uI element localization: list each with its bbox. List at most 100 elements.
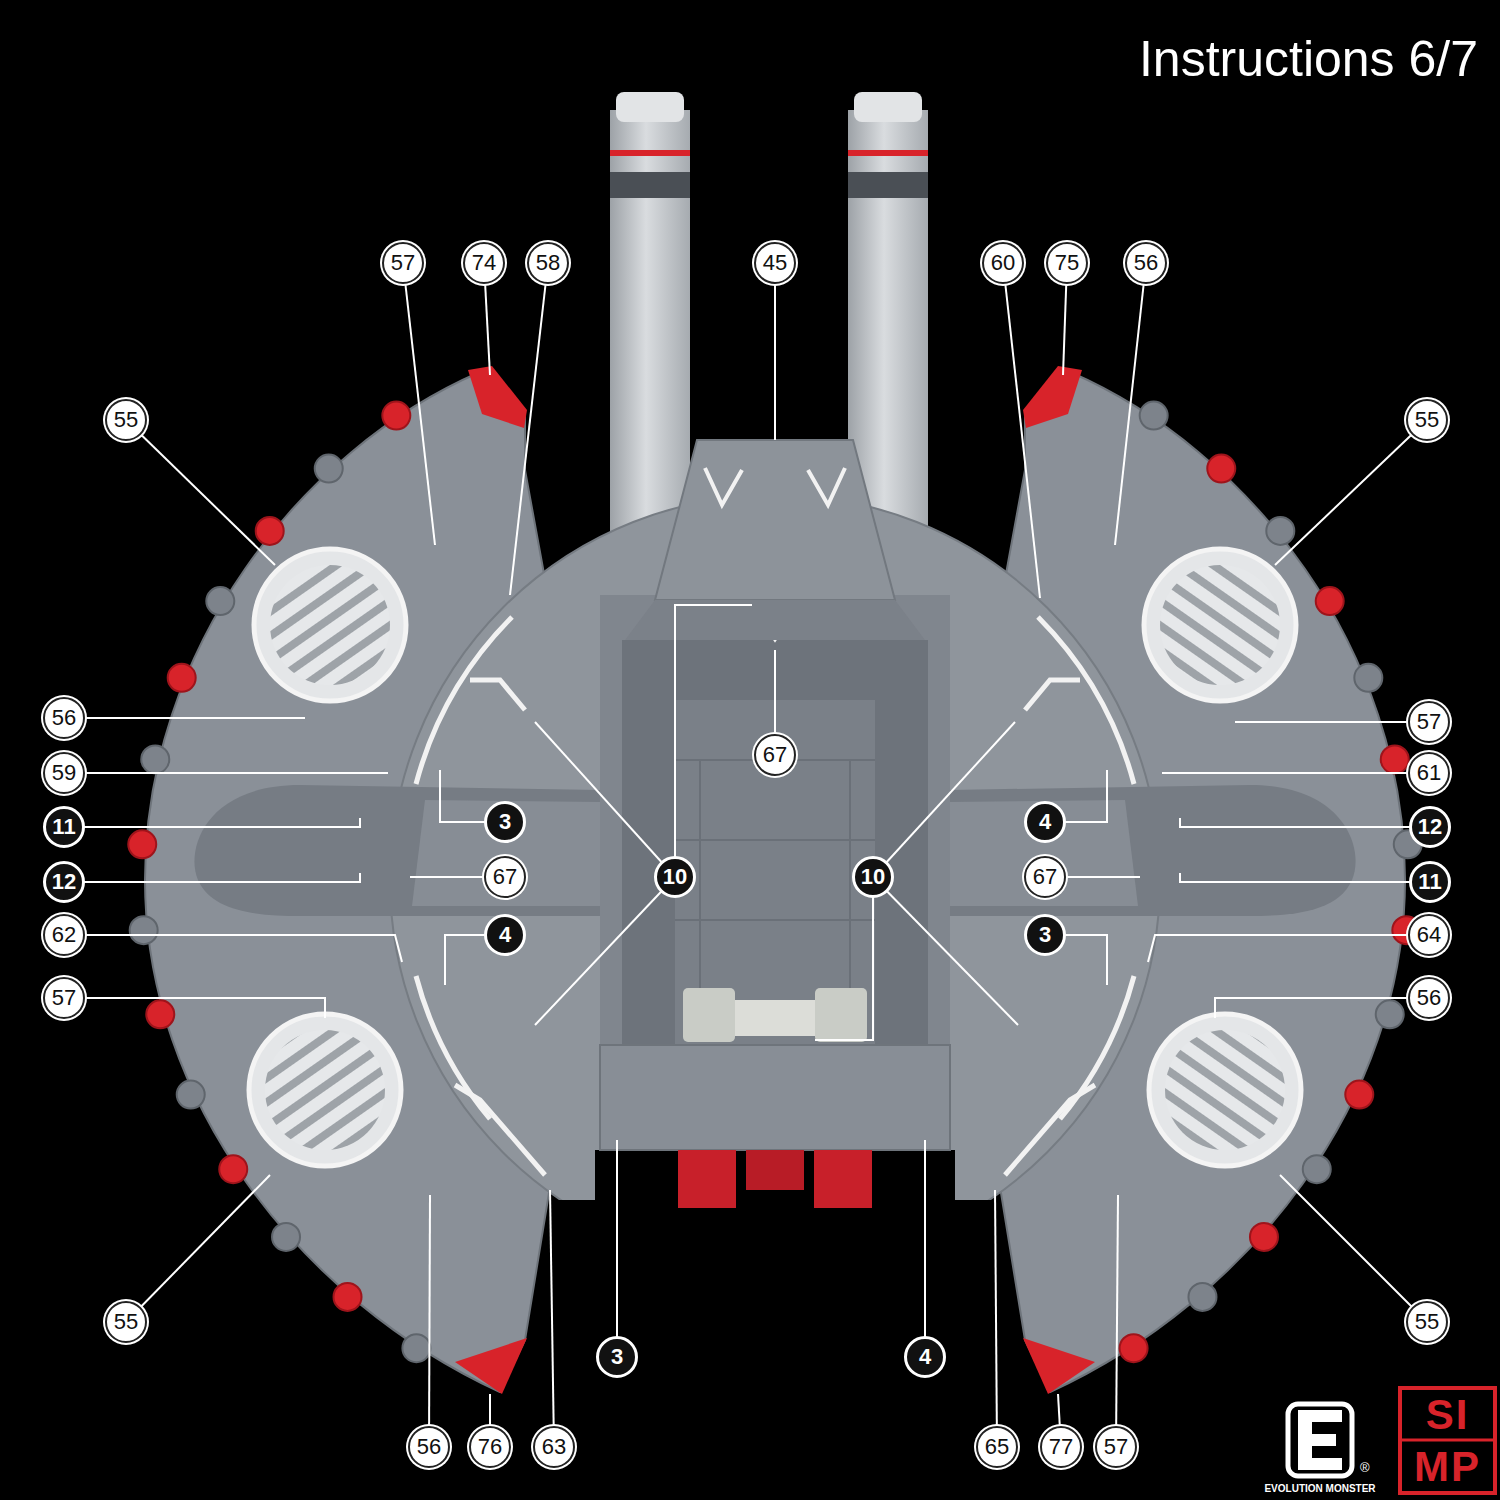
seat-clip: [815, 988, 867, 1042]
callout-number: 12: [1409, 806, 1451, 848]
tube-stripe: [848, 150, 928, 156]
callout-number: 60: [982, 242, 1024, 284]
leader-line: [429, 1195, 430, 1447]
vent-slats: [270, 565, 390, 685]
page-title: Instructions 6/7: [1139, 30, 1478, 88]
simp-logo: [1400, 1388, 1495, 1493]
leader-line: [815, 877, 873, 1040]
leader-line: [126, 1175, 270, 1322]
body-panel: [675, 700, 875, 1050]
leader-line: [616, 1140, 618, 1357]
callout-number: 4: [484, 914, 526, 956]
leader-line: [126, 420, 275, 565]
callout-number: 67: [754, 734, 796, 776]
callout-number: 77: [1040, 1426, 1082, 1468]
callout-number: 57: [1408, 701, 1450, 743]
cavity: [194, 785, 600, 916]
vent-grille: [249, 1014, 401, 1166]
vent-grille: [1144, 549, 1296, 701]
head-block: [625, 440, 925, 640]
callout-number: 3: [1024, 914, 1066, 956]
leader-line: [535, 877, 675, 1025]
tube-band: [610, 172, 690, 198]
rim-bump: [1376, 1000, 1404, 1028]
central-ring: [390, 495, 1160, 1265]
callout-number: 67: [484, 856, 526, 898]
red-nozzle: [678, 1150, 736, 1208]
callout-number: 56: [1408, 977, 1450, 1019]
leader-line: [1162, 772, 1429, 774]
callout-number: 56: [408, 1426, 450, 1468]
leader-line: [675, 605, 752, 877]
logo-box: [1400, 1388, 1495, 1493]
leader-line: [64, 998, 325, 1018]
leader-line: [924, 1140, 926, 1357]
callout-number: 74: [463, 242, 505, 284]
rim-bump: [382, 402, 410, 430]
logo-rule: [1400, 1439, 1495, 1442]
callout-number: 57: [382, 242, 424, 284]
callout-number: 59: [43, 752, 85, 794]
callout-number: 57: [43, 977, 85, 1019]
callout-number: 55: [105, 1301, 147, 1343]
rim-bump: [128, 830, 156, 858]
leader-line: [1275, 420, 1427, 565]
head: [655, 440, 895, 600]
leader-line: [995, 1190, 997, 1447]
callout-number: 56: [43, 697, 85, 739]
callout-number: 11: [1409, 861, 1451, 903]
rim-bump: [402, 1334, 430, 1362]
leader-line: [1148, 935, 1429, 962]
leader-line: [64, 772, 388, 774]
leader-line: [873, 722, 1015, 877]
leader-line: [64, 818, 360, 827]
vent-grille: [254, 549, 406, 701]
vent-grille: [1149, 1014, 1301, 1166]
cavity: [950, 785, 1356, 916]
callout-number: 4: [904, 1336, 946, 1378]
callout-number: 57: [1095, 1426, 1137, 1468]
rim-bump: [146, 1000, 174, 1028]
rim-bump: [1120, 1334, 1148, 1362]
rim-bump: [1381, 745, 1409, 773]
rim-bump: [1266, 517, 1294, 545]
red-horn: [468, 366, 527, 428]
callout-number: 55: [1406, 399, 1448, 441]
vent-slats: [1160, 565, 1280, 685]
leader-line: [64, 935, 402, 962]
rim-bump: [1188, 1283, 1216, 1311]
callout-number: 63: [533, 1426, 575, 1468]
leader-line: [873, 877, 1018, 1025]
red-nozzle: [746, 1150, 804, 1190]
brand-logo-text: MP: [1400, 1443, 1495, 1491]
leader-line: [403, 263, 435, 545]
callout-number: 61: [1408, 752, 1450, 794]
callout-number: 58: [527, 242, 569, 284]
callout-number: 64: [1408, 914, 1450, 956]
rim-bump: [130, 916, 158, 944]
callout-number: 12: [43, 861, 85, 903]
callout-number: 76: [469, 1426, 511, 1468]
body-base: [600, 1045, 950, 1150]
rim-bump: [219, 1155, 247, 1183]
logo-mark: [1298, 1410, 1342, 1470]
leader-line: [1180, 818, 1430, 827]
rim-bump: [315, 455, 343, 483]
callout-number: 55: [1406, 1301, 1448, 1343]
red-nozzle: [814, 1150, 872, 1208]
rim-bump: [1345, 1081, 1373, 1109]
leader-line: [1115, 263, 1146, 545]
brand-logo-text: SI: [1400, 1391, 1495, 1439]
brand-name: EVOLUTION MONSTER: [1264, 1483, 1375, 1494]
leader-line: [64, 717, 305, 719]
rim-bump: [1250, 1223, 1278, 1251]
leader-line: [1180, 873, 1430, 882]
red-horn: [1023, 366, 1082, 428]
vent-slats: [265, 1030, 385, 1150]
seat-bar: [735, 1000, 815, 1036]
callout-number: 4: [1024, 801, 1066, 843]
callout-number: 45: [754, 242, 796, 284]
callout-number: 75: [1046, 242, 1088, 284]
rim-bump: [1354, 664, 1382, 692]
